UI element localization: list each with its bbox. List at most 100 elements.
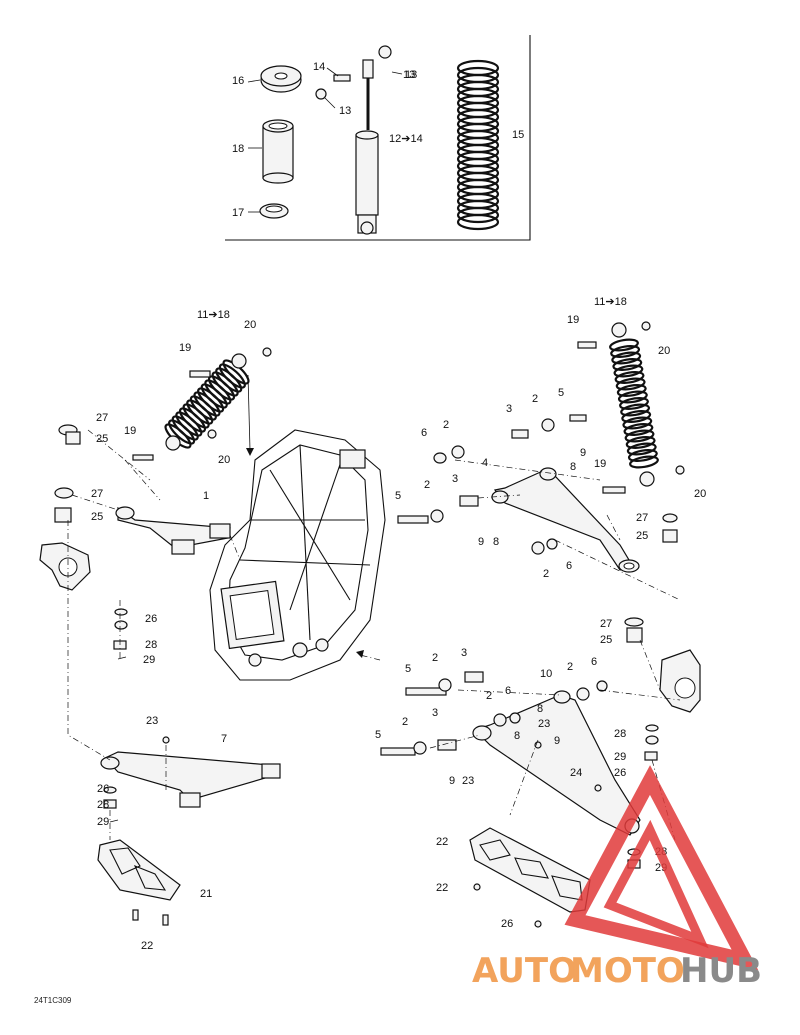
callout-label: 2 (424, 479, 430, 491)
callout-label: 12➔14 (389, 133, 423, 145)
watermark-logo: AUTO MOTO HUB (472, 765, 762, 991)
callout-label: 28 (97, 799, 109, 811)
spring-coil (616, 384, 647, 397)
spring-coil (617, 390, 648, 404)
callout-label: 23 (146, 715, 158, 727)
left-upper-a-arm (54, 424, 231, 555)
callout-label: 6 (421, 427, 427, 439)
callout-label: 20 (694, 488, 706, 500)
spring-coil (629, 455, 659, 469)
spring-coil (168, 419, 196, 445)
callout-label: 20 (218, 454, 230, 466)
callout-label: 26 (501, 918, 513, 930)
callout-label: 29 (143, 654, 155, 666)
vehicle-frame (209, 429, 386, 681)
coil-spring-icon (456, 59, 500, 231)
callout-label: 26 (614, 767, 626, 779)
watermark-moto: MOTO (570, 951, 685, 991)
callout-label: 2 (443, 419, 449, 431)
callout-label: 6 (591, 656, 597, 668)
spring-coil (610, 345, 641, 358)
callout-label: 11➔18 (197, 309, 230, 321)
callout-label: 10 (540, 668, 552, 680)
callout-label: 8 (570, 461, 576, 473)
spring-coil (623, 423, 654, 436)
callout-label: 25 (636, 530, 648, 542)
right-steering-knuckle (624, 617, 701, 869)
callout-label: 13 (405, 69, 417, 81)
callout-label: 5 (405, 663, 411, 675)
spring-coil (627, 449, 658, 462)
spring-coil (626, 442, 657, 456)
callout-label: 13 (403, 69, 415, 81)
spring-coil (625, 436, 656, 449)
sleeve-icon (262, 119, 294, 184)
callout-label: 2 (543, 568, 549, 580)
spring-coil (613, 364, 644, 378)
spring-coil (615, 377, 646, 391)
callout-label: 20 (244, 319, 256, 331)
callout-label: 23 (538, 718, 550, 730)
callout-label: 22 (436, 882, 448, 894)
callout-label: 24 (570, 767, 582, 779)
callout-label: 11➔18 (594, 296, 627, 308)
callout-label: 29 (614, 751, 626, 763)
ring-icon (259, 203, 289, 219)
callout-label: 17 (232, 207, 244, 219)
callout-label: 3 (506, 403, 512, 415)
callout-label: 1 (203, 490, 209, 502)
callout-label: 9 (478, 536, 484, 548)
spring-coil (614, 371, 645, 384)
callout-label: 28 (145, 639, 157, 651)
callout-label: 27 (96, 412, 108, 424)
inset-panel (225, 35, 531, 241)
callout-label: 9 (449, 775, 455, 787)
right-lower-a-arm (380, 671, 641, 836)
callout-label: 26 (145, 613, 157, 625)
callout-label: 2 (402, 716, 408, 728)
spring-coil (620, 403, 651, 417)
assembly-lines (67, 429, 681, 841)
callout-label: 18 (232, 143, 244, 155)
watermark-auto: AUTO (472, 951, 577, 991)
callout-label: 7 (221, 733, 227, 745)
right-upper-a-arm (397, 414, 678, 573)
callout-label: 22 (141, 940, 153, 952)
spring-coil (456, 206, 500, 224)
callout-label: 2 (567, 661, 573, 673)
callout-label: 21 (200, 888, 212, 900)
spring-coil (612, 358, 643, 371)
callout-label: 22 (436, 836, 448, 848)
callout-label: 25 (91, 511, 103, 523)
callout-label: 19 (179, 342, 191, 354)
spring-coil (456, 213, 500, 231)
callout-label: 3 (432, 707, 438, 719)
figure-code: 24T1C309 (34, 996, 72, 1005)
callout-label: 29 (97, 816, 109, 828)
callout-label: 19 (567, 314, 579, 326)
callout-label: 19 (594, 458, 606, 470)
callout-label: 9 (554, 735, 560, 747)
callout-label: 3 (461, 647, 467, 659)
callout-label: 8 (514, 730, 520, 742)
spring-stopper-icon (260, 65, 302, 93)
callout-label: 2 (432, 652, 438, 664)
callout-label: 27 (600, 618, 612, 630)
callout-label: 26 (97, 783, 109, 795)
callout-label: 14 (313, 61, 325, 73)
watermark-hub: HUB (680, 951, 762, 991)
callout-label: 5 (395, 490, 401, 502)
callout-label: 13 (339, 105, 351, 117)
spring-coil (621, 410, 652, 423)
callout-label: 6 (566, 560, 572, 572)
left-steering-knuckle (39, 542, 91, 591)
spring-coil (619, 397, 649, 410)
callout-label: 5 (558, 387, 564, 399)
callout-label: 8 (537, 703, 543, 715)
spring-coil (611, 351, 642, 365)
shock-absorber-icon (315, 45, 392, 235)
left-knuckle-hardware (113, 608, 128, 660)
callout-label: 27 (636, 512, 648, 524)
